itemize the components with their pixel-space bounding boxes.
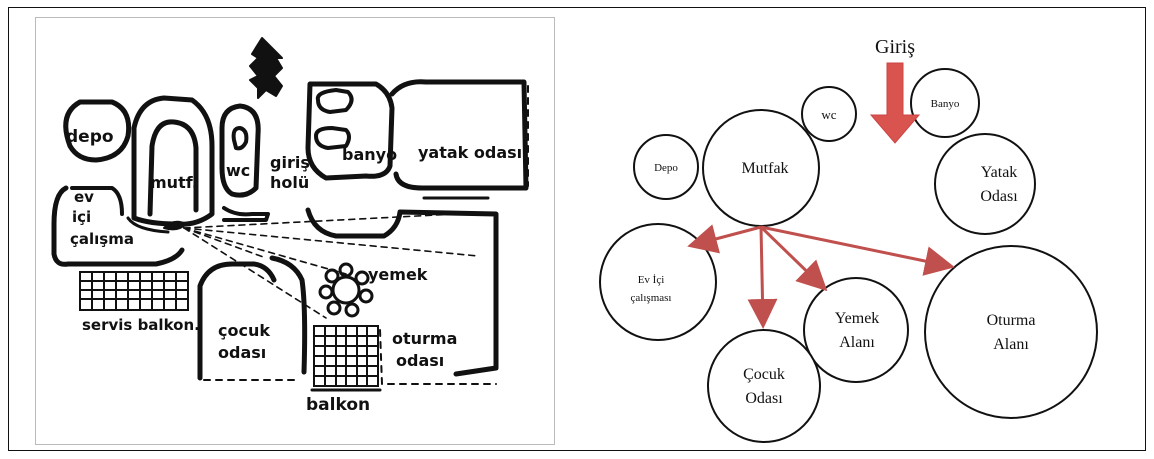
sketch-label-odasi-2: odası [396, 351, 444, 370]
sketch-label-depo: depo [66, 127, 114, 147]
yatak-odasi-room [389, 79, 529, 191]
bubble-label-yatak-1: Yatak [981, 164, 1018, 181]
floor-plan-sketch: depo mutf. wc giriş holü banyo yatak oda… [35, 17, 555, 445]
cocuk-odasi-room [197, 261, 277, 381]
sketch-label-giris: giriş [270, 153, 310, 172]
entry-arrow-icon [869, 62, 921, 144]
bubble-oturma-alani [924, 245, 1098, 419]
bubble-depo [633, 134, 699, 200]
bubble-label-yemek-2: Alanı [839, 334, 875, 351]
mutfak-room [131, 95, 215, 227]
sketch-label-ici: içi [72, 208, 91, 226]
bubble-banyo [910, 68, 980, 138]
sketch-label-ev: ev [74, 188, 94, 206]
sketch-label-holu: holü [270, 173, 309, 192]
sketch-drawing: depo mutf. wc giriş holü banyo yatak oda… [51, 37, 529, 415]
sketch-label-mutf: mutf. [150, 173, 198, 192]
bubble-label-mutfak: Mutfak [741, 160, 788, 177]
oturma-odasi-room [379, 329, 497, 385]
bubble-label-oturma-1: Oturma [987, 312, 1036, 329]
entry-arrow-icon [249, 37, 283, 99]
sketch-label-servis-balkon: servis balkon. [82, 316, 200, 334]
sketch-label-calisma: çalışma [70, 230, 134, 248]
bubble-label-oturma-2: Alanı [993, 336, 1029, 353]
sketch-label-yatak-odasi: yatak odası [418, 143, 522, 162]
bubble-label-evici-1: Ev İçi [638, 274, 665, 286]
bubble-label-evici-2: çalışması [631, 292, 672, 304]
bubble-yemek-alani [803, 277, 909, 383]
sketch-label-banyo: banyo [342, 145, 397, 164]
figure-frame: depo mutf. wc giriş holü banyo yatak oda… [8, 7, 1146, 451]
sketch-label-oturma: oturma [392, 329, 457, 348]
bubble-diagram: Giriş wc Banyo Depo Mutfak Yatak Odası E… [575, 17, 1143, 445]
bubble-mutfak [702, 109, 820, 227]
bubble-yatak-odasi [934, 133, 1036, 235]
arrow-mutfak-oturma [760, 225, 955, 276]
bubble-label-depo: Depo [654, 162, 678, 174]
banyo-room [305, 81, 395, 181]
bubble-label-cocuk-2: Odası [745, 390, 783, 407]
bubble-drawing: Giriş wc Banyo Depo Mutfak Yatak Odası E… [599, 36, 1098, 443]
bubble-label-wc: wc [821, 107, 836, 122]
wc-room [219, 103, 261, 198]
oturma-grid [313, 325, 379, 387]
arrow-mutfak-cocuk [747, 226, 778, 329]
sketch-label-cocuk: çocuk [218, 321, 270, 340]
sketch-label-wc: wc [226, 161, 250, 180]
servis-balkon-grid [79, 271, 189, 311]
sketch-label-yemek: yemek [368, 265, 428, 284]
yemek-table-icon [318, 262, 374, 318]
bubble-ev-ici-calismasi [599, 223, 717, 341]
cook-eye-icon [163, 220, 187, 231]
bubble-title-giris: Giriş [875, 36, 915, 58]
arrow-mutfak-yemek [759, 225, 828, 292]
depo-room [63, 99, 132, 163]
ev-ici-calisma-room [51, 185, 185, 267]
arrow-mutfak-evici [687, 224, 762, 254]
bubble-label-banyo: Banyo [931, 98, 960, 110]
bubble-label-yatak-2: Odası [980, 188, 1018, 205]
bubble-label-cocuk-1: Çocuk [743, 366, 785, 383]
bubble-wc [801, 86, 857, 142]
bubble-cocuk-odasi [707, 329, 821, 443]
sketch-label-balkon: balkon [306, 395, 370, 415]
bubble-label-yemek-1: Yemek [835, 310, 880, 327]
sketch-label-odasi-1: odası [218, 343, 266, 362]
